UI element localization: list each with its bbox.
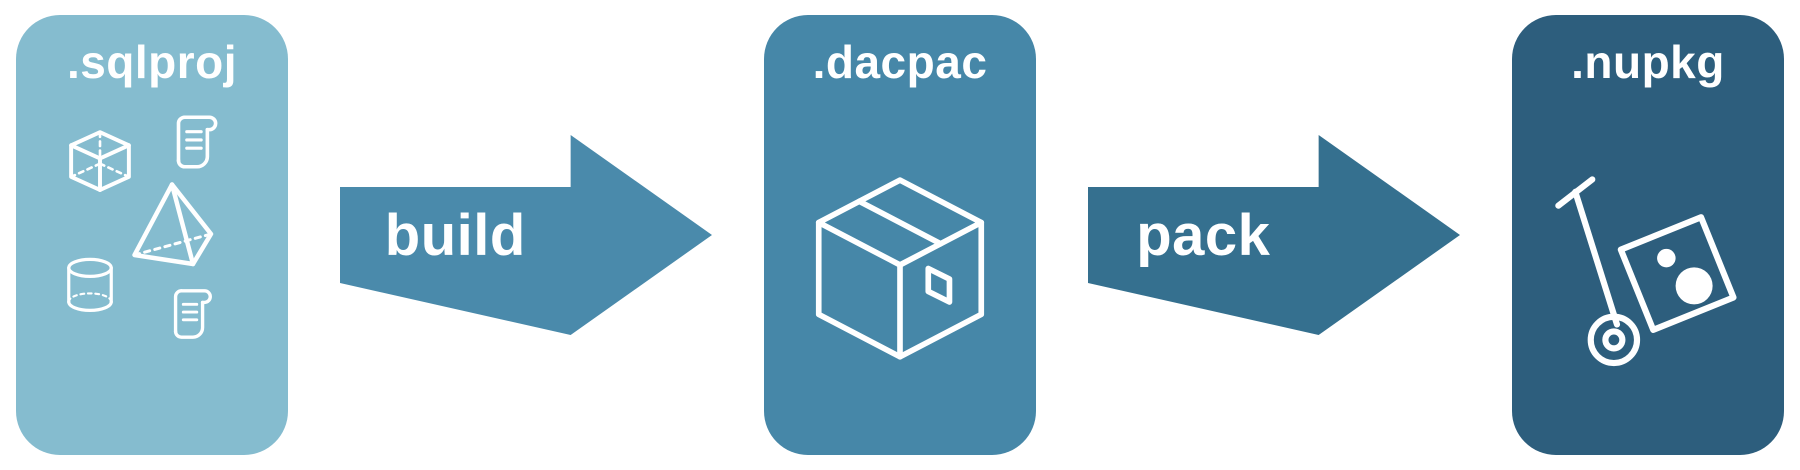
scroll-icon xyxy=(173,289,212,339)
dacpac-icon-wrap xyxy=(764,89,1036,455)
arrow-pack: pack xyxy=(1088,135,1460,335)
arrow-pack-label: pack xyxy=(1136,202,1271,268)
sqlproj-icon-cluster xyxy=(16,15,288,455)
cube-icon xyxy=(69,130,131,192)
cylinder-icon xyxy=(67,257,113,312)
nupkg-icon-wrap xyxy=(1512,89,1784,455)
node-nupkg-label: .nupkg xyxy=(1571,36,1725,88)
node-sqlproj-label: .sqlproj xyxy=(66,36,238,88)
node-sqlproj: .sqlproj xyxy=(16,15,288,455)
package-box-icon xyxy=(815,177,985,360)
scroll-icon xyxy=(176,115,218,169)
hand-truck-icon xyxy=(1555,176,1737,367)
node-dacpac-label: .dacpac xyxy=(812,36,988,88)
node-nupkg: .nupkg xyxy=(1512,15,1784,455)
node-dacpac: .dacpac xyxy=(764,15,1036,455)
pyramid-icon xyxy=(132,182,214,267)
arrow-build-label: build xyxy=(384,202,526,268)
arrow-build: build xyxy=(340,135,712,335)
